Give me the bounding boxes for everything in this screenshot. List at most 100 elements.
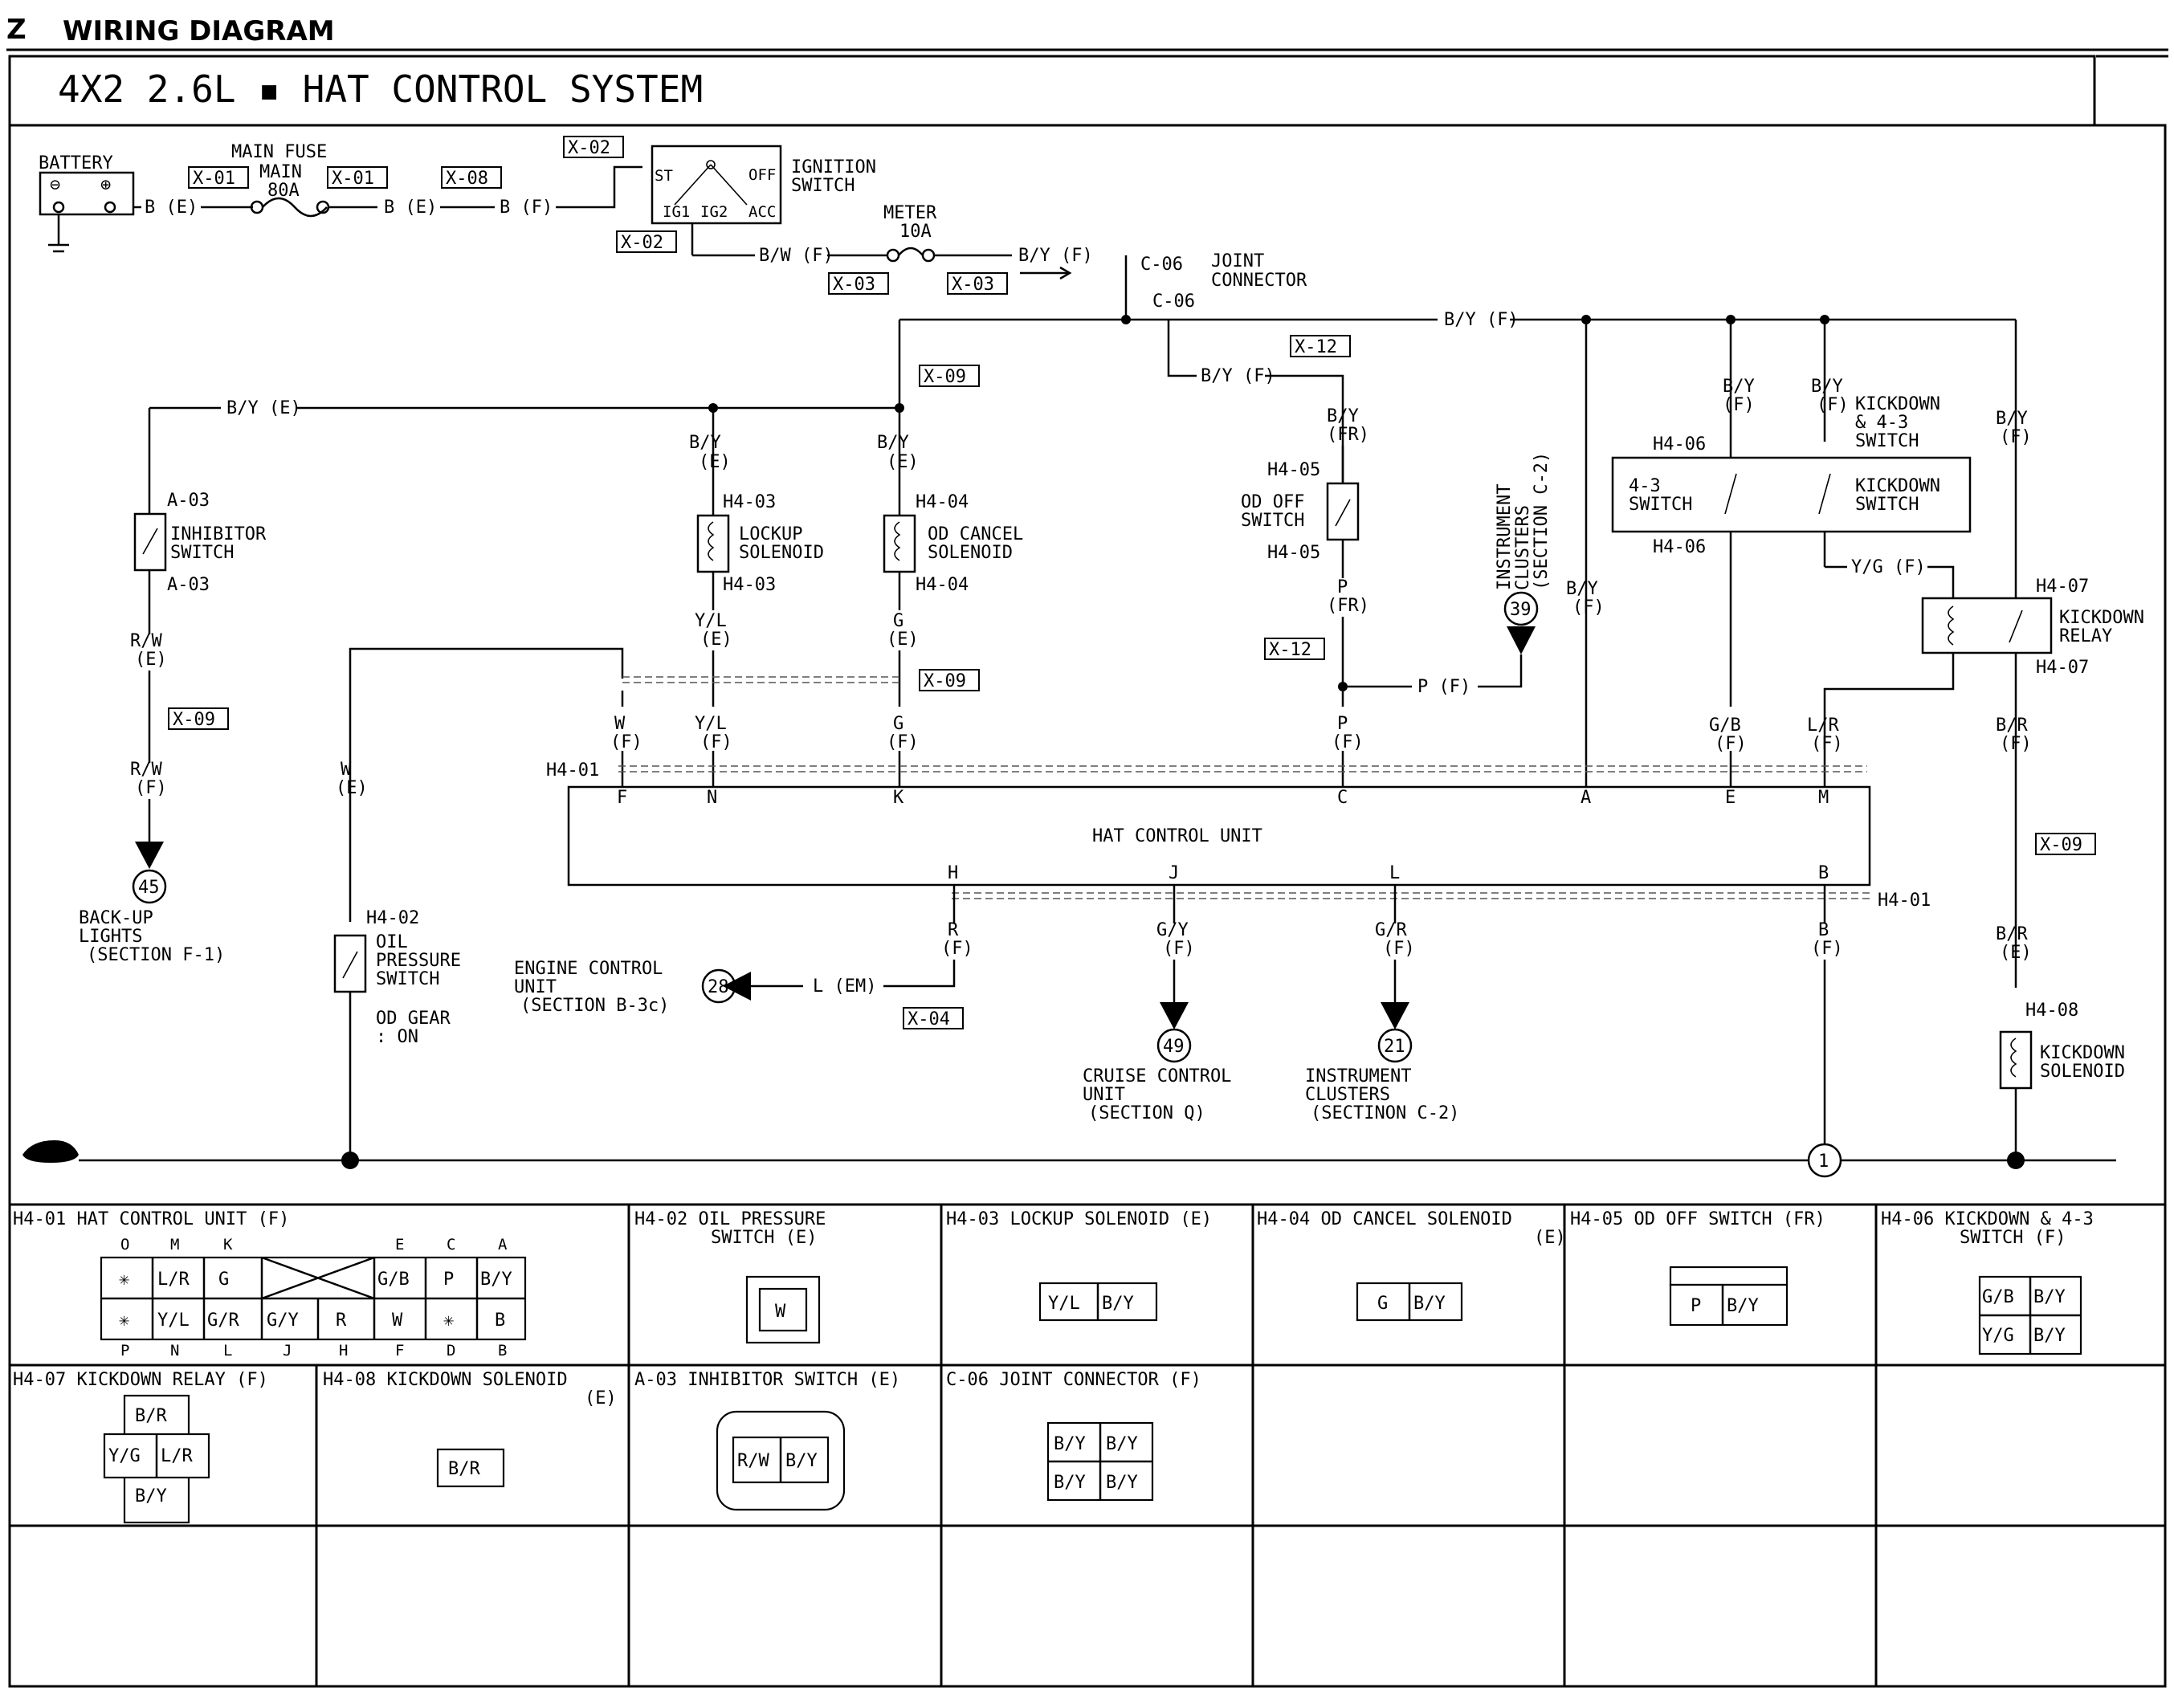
svg-text:R: R	[948, 920, 959, 940]
svg-text:IGNITION: IGNITION	[791, 157, 876, 177]
svg-text:SWITCH: SWITCH	[1629, 495, 1692, 515]
svg-text:(SECTION B-3c): (SECTION B-3c)	[520, 996, 669, 1016]
svg-text:H4-05 OD OFF SWITCH (FR): H4-05 OD OFF SWITCH (FR)	[1570, 1209, 1825, 1229]
svg-text:A-03: A-03	[167, 575, 210, 595]
svg-text:B (F): B (F)	[500, 198, 553, 218]
svg-text:B/Y: B/Y	[1054, 1473, 1086, 1493]
svg-text:Y/L: Y/L	[695, 714, 727, 734]
svg-text:B: B	[495, 1311, 505, 1331]
svg-text:✳: ✳	[119, 1270, 129, 1290]
svg-text:X-09: X-09	[924, 367, 966, 387]
svg-text:: ON: : ON	[376, 1027, 418, 1047]
svg-text:CRUISE CONTROL: CRUISE CONTROL	[1083, 1066, 1231, 1086]
svg-text:SWITCH: SWITCH	[170, 543, 234, 563]
svg-text:45: 45	[138, 878, 160, 898]
svg-text:H4-04 OD CANCEL SOLENOID: H4-04 OD CANCEL SOLENOID	[1257, 1209, 1512, 1229]
ignition-switch: ST OFF IG1 IG2 ACC	[651, 145, 782, 225]
od-cancel-solenoid-symbol	[883, 514, 916, 573]
svg-text:L: L	[223, 1342, 232, 1359]
svg-text:A-03: A-03	[167, 491, 210, 511]
svg-text:K: K	[223, 1236, 233, 1253]
svg-text:IG1: IG1	[663, 203, 690, 221]
svg-text:H4-03 LOCKUP SOLENOID (E): H4-03 LOCKUP SOLENOID (E)	[946, 1209, 1212, 1229]
svg-text:INSTRUMENT: INSTRUMENT	[1305, 1066, 1411, 1086]
svg-text:C: C	[447, 1236, 455, 1253]
svg-text:(F): (F)	[1332, 732, 1364, 752]
svg-text:(F): (F)	[610, 732, 642, 752]
svg-text:X-03: X-03	[833, 275, 875, 295]
svg-text:INHIBITOR: INHIBITOR	[170, 524, 267, 544]
kickdown-solenoid-symbol	[1999, 1030, 2033, 1090]
svg-text:JOINT: JOINT	[1211, 251, 1264, 271]
svg-text:H4-06: H4-06	[1653, 537, 1706, 557]
svg-text:UNIT: UNIT	[1083, 1085, 1125, 1105]
svg-text:B: B	[1818, 920, 1829, 940]
svg-text:(SECTION Q): (SECTION Q)	[1088, 1103, 1205, 1123]
svg-text:A: A	[1581, 788, 1591, 808]
svg-text:B/Y: B/Y	[785, 1451, 818, 1471]
svg-text:P: P	[1691, 1296, 1701, 1316]
svg-text:OD CANCEL: OD CANCEL	[928, 524, 1023, 544]
kickdown-43-switch-box	[1611, 456, 1972, 533]
svg-text:(E): (E)	[700, 630, 732, 650]
svg-text:H4-08 KICKDOWN SOLENOID: H4-08 KICKDOWN SOLENOID	[323, 1370, 568, 1390]
svg-text:R/W: R/W	[737, 1451, 769, 1471]
svg-text:KICKDOWN: KICKDOWN	[2040, 1043, 2125, 1063]
svg-text:C-06: C-06	[1152, 291, 1195, 312]
svg-text:LOCKUP: LOCKUP	[739, 524, 802, 544]
svg-text:(E): (E)	[585, 1388, 617, 1408]
svg-text:R: R	[336, 1311, 347, 1331]
svg-text:(F): (F)	[1383, 939, 1415, 959]
svg-text:B/Y: B/Y	[1996, 409, 2028, 429]
svg-text:(F): (F)	[941, 939, 973, 959]
svg-text:H4-04: H4-04	[916, 575, 969, 595]
svg-text:X-04: X-04	[908, 1009, 950, 1029]
svg-text:(F): (F)	[1572, 597, 1605, 618]
svg-text:N: N	[170, 1342, 179, 1359]
svg-text:X-02: X-02	[568, 138, 610, 158]
svg-text:P: P	[120, 1342, 129, 1359]
svg-text:B/Y (E): B/Y (E)	[226, 398, 301, 418]
svg-text:SWITCH: SWITCH	[1855, 431, 1919, 451]
svg-text:F: F	[617, 788, 627, 808]
svg-text:(F): (F)	[1723, 395, 1755, 415]
svg-text:OFF: OFF	[748, 166, 776, 184]
svg-text:KICKDOWN: KICKDOWN	[2059, 608, 2144, 628]
svg-text:H4-07: H4-07	[2036, 658, 2089, 678]
kickdown-relay-symbol	[1921, 597, 2053, 654]
svg-text:CONNECTOR: CONNECTOR	[1211, 271, 1307, 291]
svg-text:B/Y: B/Y	[1327, 406, 1359, 426]
svg-text:B/Y: B/Y	[1054, 1434, 1086, 1454]
svg-text:X-09: X-09	[173, 710, 215, 730]
svg-text:Y/L: Y/L	[695, 611, 727, 631]
svg-text:Y/L: Y/L	[157, 1311, 190, 1331]
svg-text:G: G	[893, 611, 903, 631]
svg-text:E: E	[1725, 788, 1736, 808]
svg-text:B (E): B (E)	[145, 198, 198, 218]
svg-text:SWITCH: SWITCH	[791, 176, 855, 196]
svg-text:HAT CONTROL UNIT: HAT CONTROL UNIT	[1092, 826, 1262, 846]
svg-text:Y/G: Y/G	[108, 1446, 141, 1466]
svg-text:(F): (F)	[1715, 734, 1747, 754]
main-fuse-label: MAIN FUSE	[231, 142, 327, 162]
svg-text:(E): (E)	[887, 452, 919, 472]
svg-text:X-09: X-09	[924, 671, 966, 691]
svg-text:SWITCH: SWITCH	[1855, 495, 1919, 515]
svg-text:G/R: G/R	[1375, 920, 1407, 940]
svg-text:4-3: 4-3	[1629, 476, 1661, 496]
svg-text:X-01: X-01	[193, 169, 235, 189]
svg-text:H4-05: H4-05	[1267, 460, 1320, 480]
hat-control-unit	[567, 785, 1871, 887]
svg-text:B/Y: B/Y	[1566, 579, 1598, 599]
svg-text:H4-04: H4-04	[916, 492, 969, 512]
svg-text:49: 49	[1163, 1037, 1185, 1057]
svg-text:⊕: ⊕	[100, 175, 111, 195]
svg-text:L/R: L/R	[1807, 715, 1839, 736]
svg-text:(E): (E)	[699, 452, 731, 472]
svg-text:KICKDOWN: KICKDOWN	[1855, 476, 1940, 496]
svg-text:G/B: G/B	[1982, 1287, 2014, 1307]
svg-text:G/Y: G/Y	[267, 1311, 299, 1331]
svg-text:SWITCH (E): SWITCH (E)	[711, 1228, 817, 1248]
svg-text:MAIN: MAIN	[259, 162, 302, 182]
svg-text:21: 21	[1384, 1037, 1405, 1057]
